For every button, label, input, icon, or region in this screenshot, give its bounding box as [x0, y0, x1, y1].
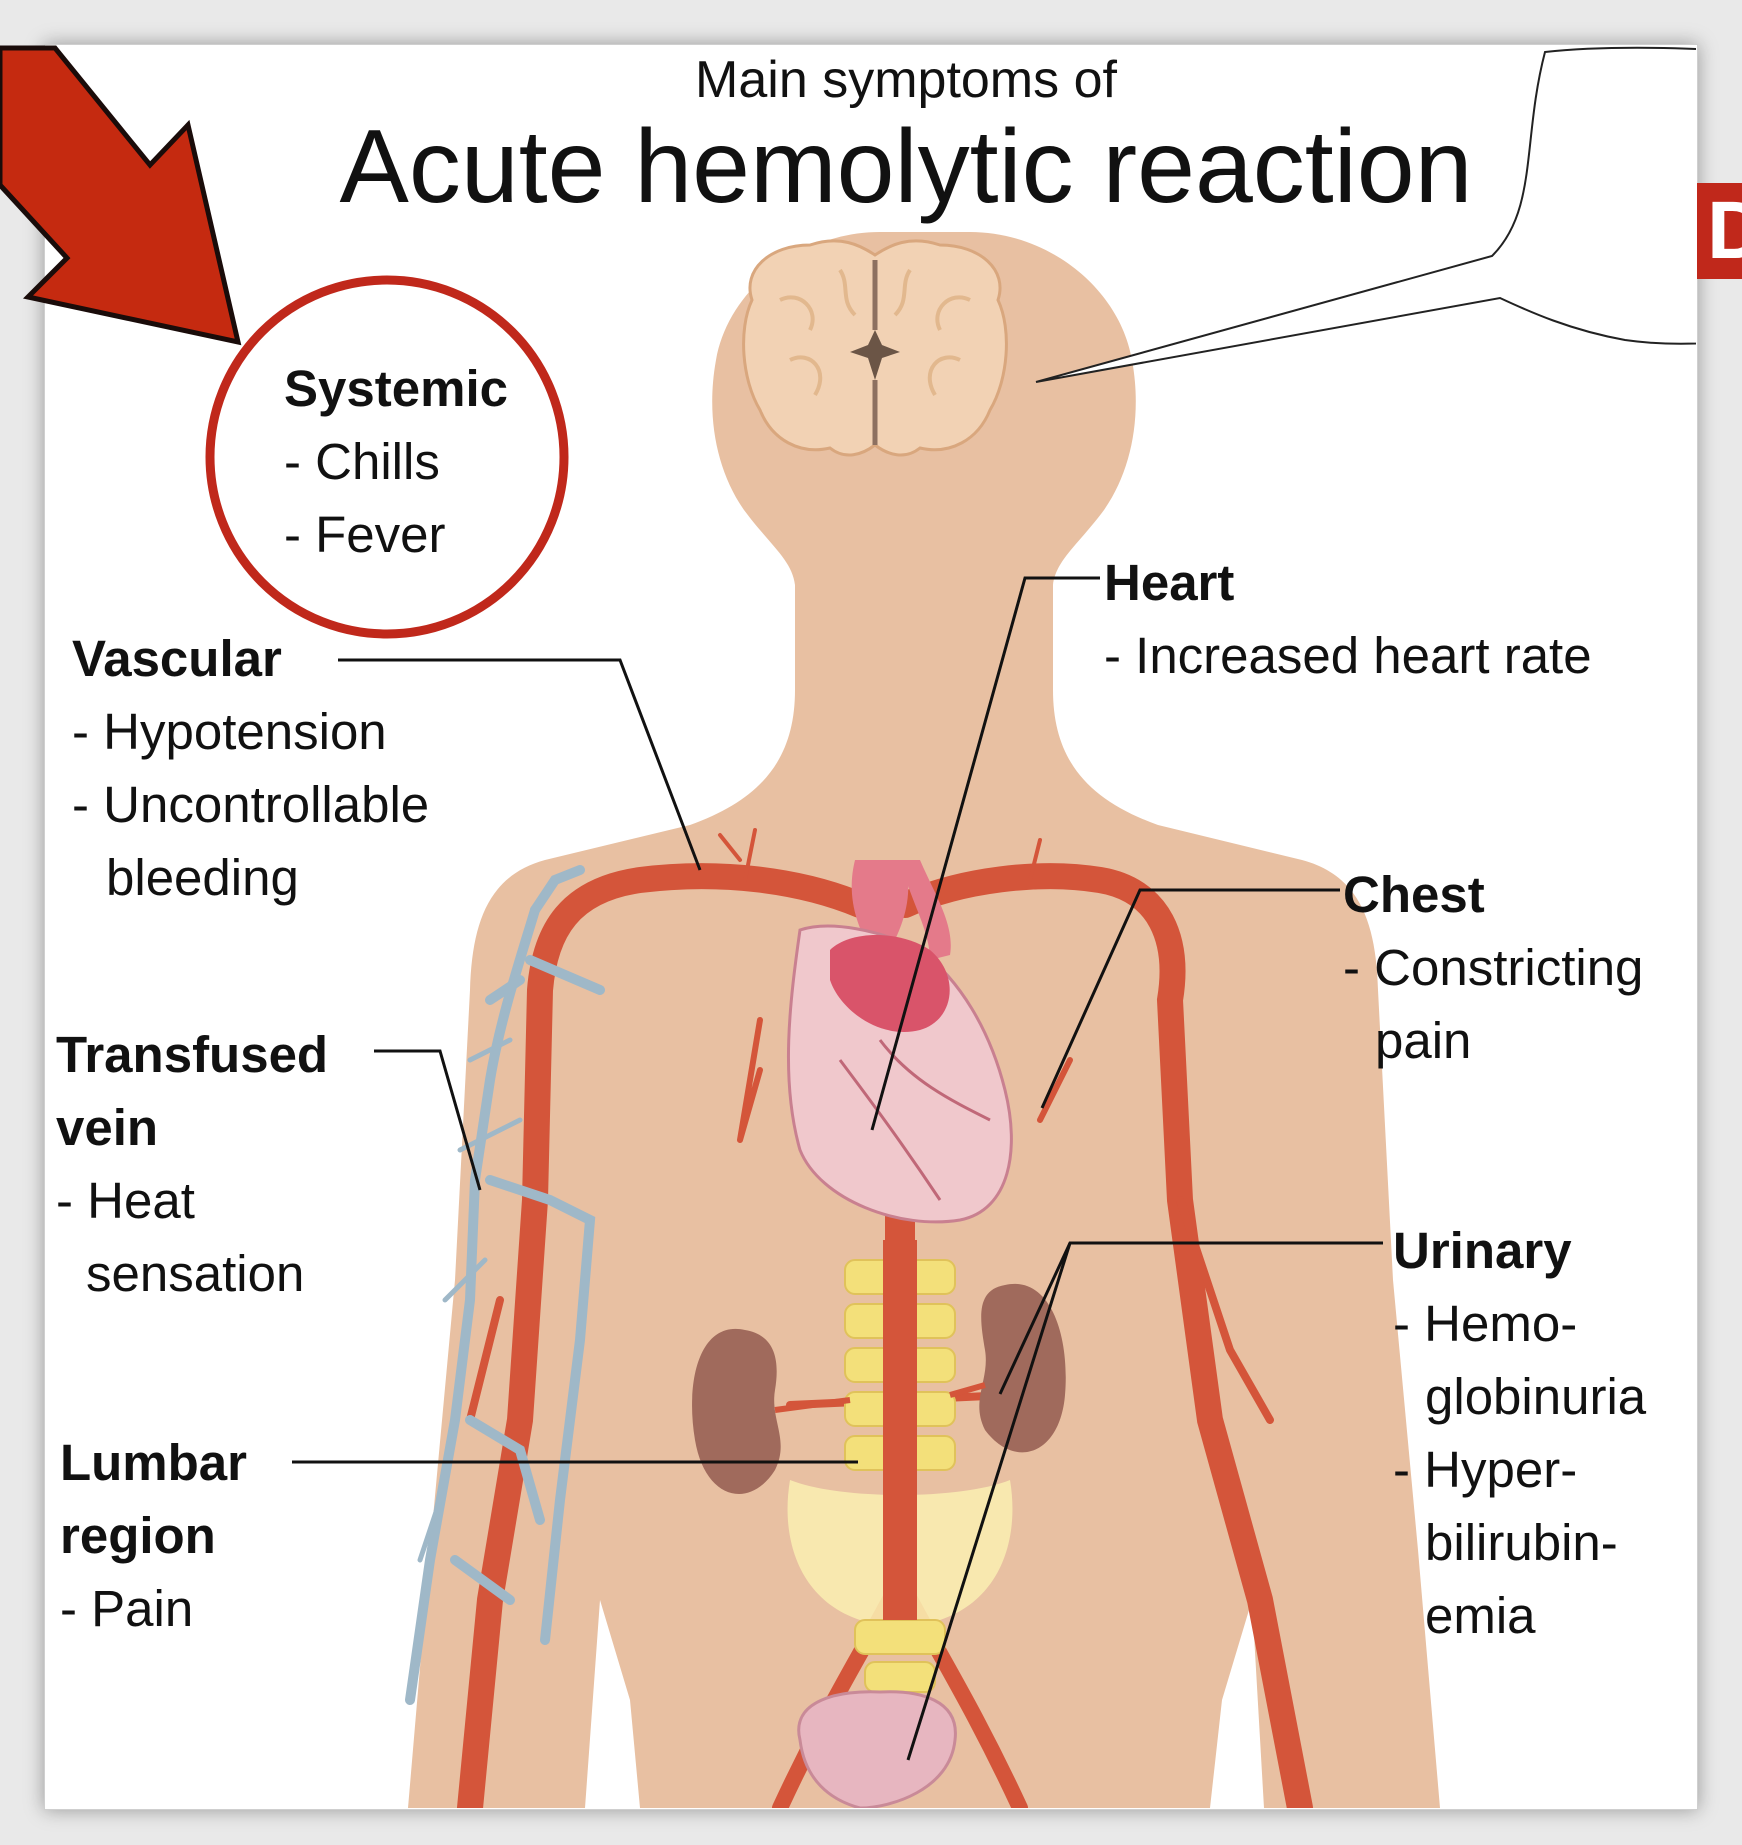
- label-heading-vein: vein: [56, 1091, 328, 1164]
- label-group-lumbar: Lumbar region - Pain: [60, 1426, 247, 1645]
- label-heading-chest: Chest: [1343, 858, 1643, 931]
- label-item: - Constricting: [1343, 931, 1643, 1004]
- label-heading-transfused: Transfused: [56, 1018, 328, 1091]
- label-item: - Hemo-: [1393, 1287, 1646, 1360]
- diagram-subtitle: Main symptoms of: [0, 50, 1742, 110]
- label-group-systemic: Systemic - Chills - Fever: [284, 352, 508, 571]
- label-item: - Hyper-: [1393, 1433, 1646, 1506]
- brain-illustration: [744, 241, 1007, 455]
- label-heading-lumbar: Lumbar: [60, 1426, 247, 1499]
- label-group-vascular: Vascular - Hypotension - Uncontrollable …: [72, 622, 429, 914]
- label-heading-vascular: Vascular: [72, 622, 429, 695]
- label-item: - Fever: [284, 498, 508, 571]
- label-heading-heart: Heart: [1104, 546, 1592, 619]
- label-group-urinary: Urinary - Hemo- globinuria - Hyper- bili…: [1393, 1214, 1646, 1652]
- label-item: - Increased heart rate: [1104, 619, 1592, 692]
- label-heading-urinary: Urinary: [1393, 1214, 1646, 1287]
- label-heading-systemic: Systemic: [284, 352, 508, 425]
- label-item: - Pain: [60, 1572, 247, 1645]
- label-item: - Chills: [284, 425, 508, 498]
- label-group-heart: Heart - Increased heart rate: [1104, 546, 1592, 692]
- label-item: globinuria: [1393, 1360, 1646, 1433]
- label-item: sensation: [56, 1237, 328, 1310]
- label-item: bilirubin-: [1393, 1506, 1646, 1579]
- label-item: - Uncontrollable: [72, 768, 429, 841]
- label-heading-region: region: [60, 1499, 247, 1572]
- label-group-chest: Chest - Constricting pain: [1343, 858, 1643, 1077]
- label-item: pain: [1343, 1004, 1643, 1077]
- label-item: - Heat: [56, 1164, 328, 1237]
- diagram-title: Acute hemolytic reaction: [0, 108, 1742, 227]
- label-item: emia: [1393, 1579, 1646, 1652]
- label-item: bleeding: [72, 841, 429, 914]
- label-group-transfused-vein: Transfused vein - Heat sensation: [56, 1018, 328, 1310]
- label-item: - Hypotension: [72, 695, 429, 768]
